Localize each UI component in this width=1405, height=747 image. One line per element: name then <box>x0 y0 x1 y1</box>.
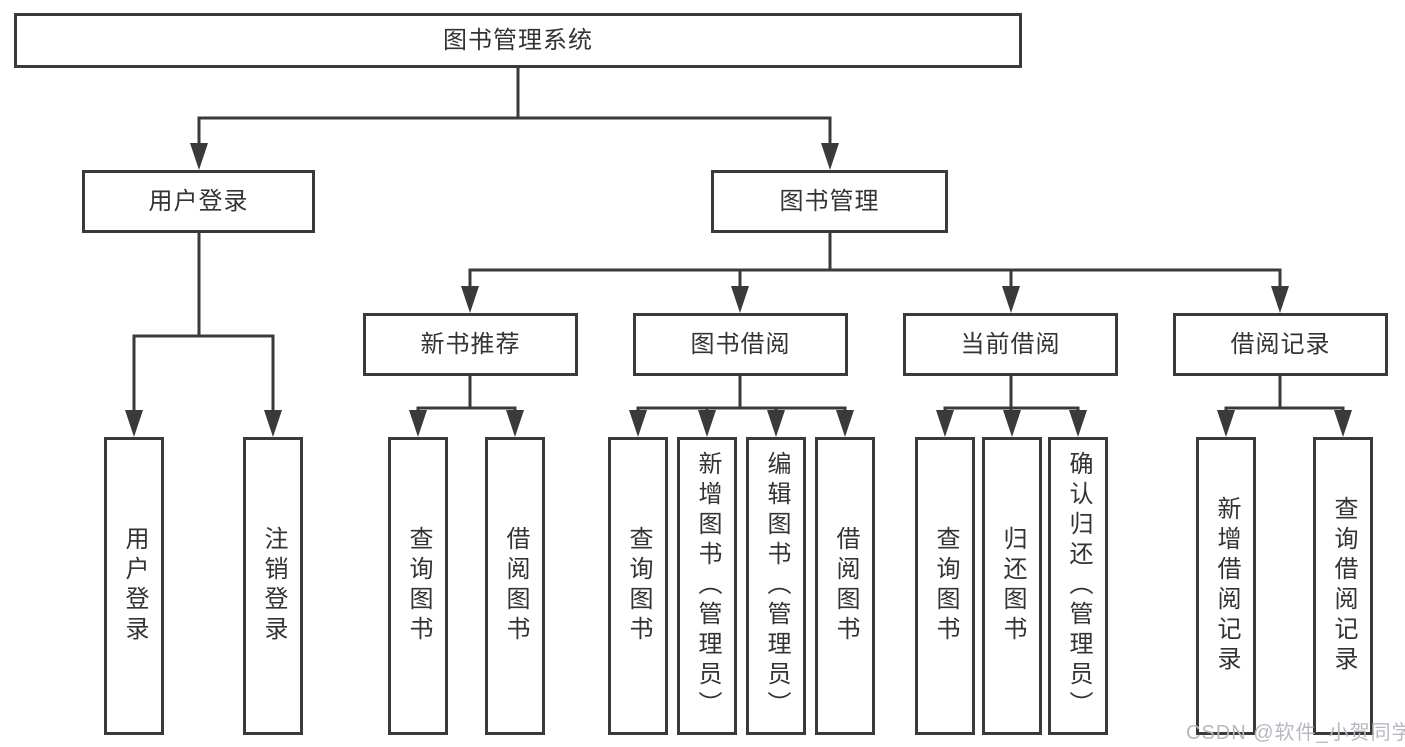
leaf-query-books-current: 查询图书 <box>915 437 975 735</box>
node-new-book-recommend: 新书推荐 <box>363 313 578 376</box>
leaf-query-books-recommend: 查询图书 <box>388 437 448 735</box>
node-book-borrowing: 图书借阅 <box>633 313 848 376</box>
leaf-confirm-return-admin: 确认归还（管理员） <box>1048 437 1108 735</box>
node-current-borrowing: 当前借阅 <box>903 313 1118 376</box>
leaf-borrow-books-recommend: 借阅图书 <box>485 437 545 735</box>
leaf-return-book: 归还图书 <box>982 437 1042 735</box>
leaf-query-books-borrowing: 查询图书 <box>608 437 668 735</box>
leaf-logout: 注销登录 <box>243 437 303 735</box>
leaf-add-book-admin: 新增图书（管理员） <box>677 437 737 735</box>
leaf-edit-book-admin: 编辑图书（管理员） <box>746 437 806 735</box>
node-library-management-system: 图书管理系统 <box>14 13 1022 68</box>
leaf-query-borrow-record: 查询借阅记录 <box>1313 437 1373 735</box>
node-borrow-records: 借阅记录 <box>1173 313 1388 376</box>
leaf-borrow-books-borrowing: 借阅图书 <box>815 437 875 735</box>
node-user-login: 用户登录 <box>82 170 315 233</box>
leaf-add-borrow-record: 新增借阅记录 <box>1196 437 1256 735</box>
watermark: CSDN @软件_小贺同学 <box>1186 722 1405 744</box>
arrowheads <box>125 143 1352 437</box>
leaf-user-login: 用户登录 <box>104 437 164 735</box>
node-book-management: 图书管理 <box>711 170 948 233</box>
